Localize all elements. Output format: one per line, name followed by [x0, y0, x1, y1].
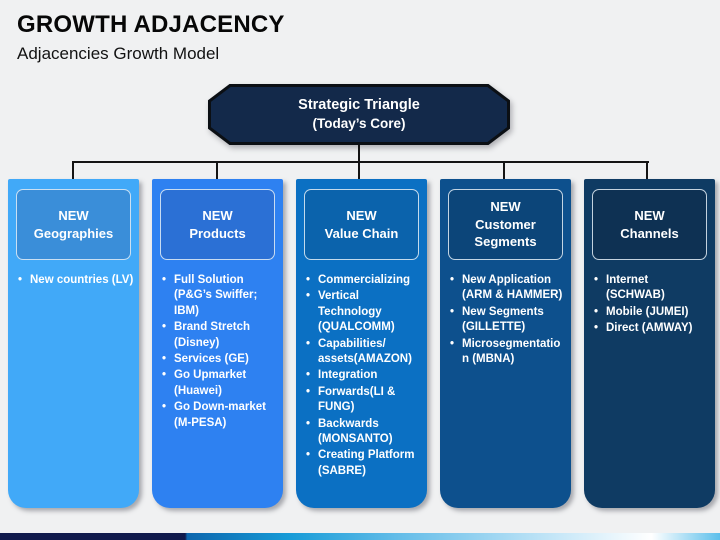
connector-line [216, 162, 219, 180]
octagon-svg [208, 84, 510, 145]
bullet-item: Integration [305, 368, 422, 384]
column-title: NEW Products [189, 207, 246, 241]
connector-line [358, 145, 361, 162]
bullet-item: Mobile (JUMEI) [593, 305, 710, 321]
bullet-item: Direct (AMWAY) [593, 321, 710, 337]
bullet-item: Creating Platform (SABRE) [305, 448, 422, 479]
column-title: NEW Geographies [33, 207, 114, 241]
bullet-item: New countries (LV) [17, 273, 134, 289]
bullet-item: Capabilities/ assets(AMAZON) [305, 337, 422, 368]
bullet-list: New countries (LV) [8, 273, 139, 289]
column-new-geographies: NEW Geographies New countries (LV) [8, 179, 139, 508]
octagon-polygon [208, 84, 510, 145]
connector-line [72, 162, 75, 180]
strategic-triangle-shape: Strategic Triangle (Today’s Core) [208, 84, 510, 145]
bullet-item: Full Solution (P&G’s Swiffer; IBM) [161, 273, 278, 319]
bullet-item: New Segments (GILLETTE) [449, 305, 566, 336]
page-title: GROWTH ADJACENCY [17, 11, 285, 38]
connector-line [72, 161, 649, 164]
column-new-channels: NEW Channels Internet (SCHWAB)Mobile (JU… [584, 179, 715, 508]
triangle-line2: (Today’s Core) [312, 116, 406, 132]
bullet-item: Vertical Technology (QUALCOMM) [305, 289, 422, 335]
bullet-item: New Application (ARM & HAMMER) [449, 273, 566, 304]
bullet-item: Microsegmentation (MBNA) [449, 337, 566, 368]
bullet-list: CommercializingVertical Technology (QUAL… [296, 273, 427, 479]
bullet-item: Commercializing [305, 273, 422, 289]
connector-line [646, 162, 649, 180]
bullet-item: Backwards (MONSANTO) [305, 417, 422, 448]
column-new-products: NEW Products Full Solution (P&G’s Swiffe… [152, 179, 283, 508]
bullet-item: Go Upmarket (Huawei) [161, 368, 278, 399]
bullet-item: Services (GE) [161, 352, 278, 368]
column-title: NEW Channels [620, 207, 679, 241]
bullet-list: Internet (SCHWAB)Mobile (JUMEI)Direct (A… [584, 273, 715, 337]
footer-accent-bar [0, 533, 720, 540]
bullet-item: Go Down-market (M-PESA) [161, 400, 278, 431]
column-header: NEW Geographies [16, 189, 131, 260]
bullet-item: Brand Stretch (Disney) [161, 320, 278, 351]
page-subtitle: Adjacencies Growth Model [17, 44, 220, 63]
connector-line [358, 162, 361, 180]
column-header: NEW Products [160, 189, 275, 260]
column-header: NEW Customer Segments [448, 189, 563, 260]
bullet-item: Internet (SCHWAB) [593, 273, 710, 304]
column-title: NEW Customer Segments [474, 199, 537, 250]
triangle-line1: Strategic Triangle [298, 96, 420, 113]
connector-line [503, 162, 506, 180]
column-title: NEW Value Chain [324, 207, 399, 241]
column-header: NEW Channels [592, 189, 707, 260]
bullet-list: Full Solution (P&G’s Swiffer; IBM)Brand … [152, 273, 283, 431]
column-new-customer-segments: NEW Customer Segments New Application (A… [440, 179, 571, 508]
bullet-list: New Application (ARM & HAMMER)New Segmen… [440, 273, 571, 367]
column-header: NEW Value Chain [304, 189, 419, 260]
strategic-triangle-label: Strategic Triangle (Today’s Core) [208, 84, 510, 145]
bullet-item: Forwards(LI & FUNG) [305, 385, 422, 416]
column-new-value-chain: NEW Value Chain CommercializingVertical … [296, 179, 427, 508]
